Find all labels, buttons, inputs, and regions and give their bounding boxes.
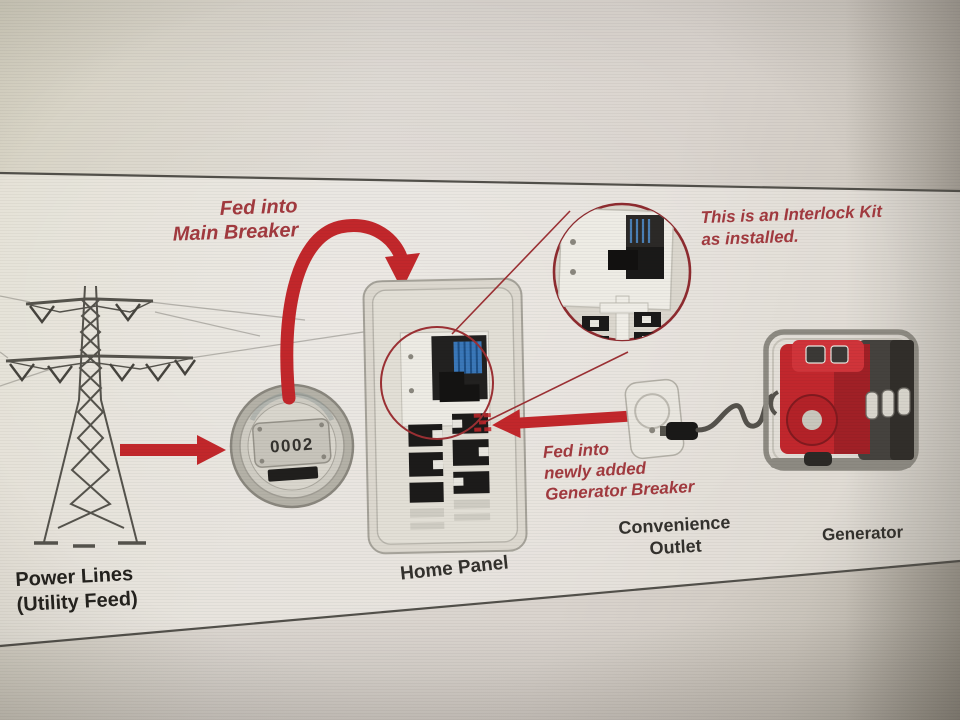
- meter-reading: 0002: [269, 434, 314, 456]
- generator-icon: [763, 329, 919, 471]
- label-convenience-outlet: Convenience Outlet: [617, 512, 731, 559]
- panel-highlight-circle: [380, 326, 494, 440]
- interlock-kit-zoom-circle: [552, 202, 692, 342]
- generator-cord: [695, 393, 775, 433]
- label-power-lines-utility-feed: Power Lines (Utility Feed): [14, 563, 139, 617]
- utility-meter-icon: 0002: [229, 383, 355, 509]
- label-fed-into-generator-breaker: Fed into newly added Generator Breaker: [542, 439, 695, 504]
- label-generator: Generator: [821, 522, 904, 545]
- slide-top-border: [0, 171, 960, 193]
- home-panel-icon: [362, 277, 528, 555]
- arrow-meter-to-main-breaker: [280, 219, 420, 405]
- label-interlock-kit-note: This is an Interlock Kit as installed.: [700, 201, 883, 250]
- breaker-rows: [408, 413, 490, 503]
- label-fed-into-main-breaker: Fed into Main Breaker: [172, 195, 299, 246]
- slide-bottom-border: [0, 559, 960, 648]
- transmission-tower-icon: [0, 285, 431, 548]
- magnifier-connector-lines: [451, 210, 629, 424]
- arrow-utility-to-meter: [120, 435, 226, 465]
- generator-vents: [865, 387, 911, 420]
